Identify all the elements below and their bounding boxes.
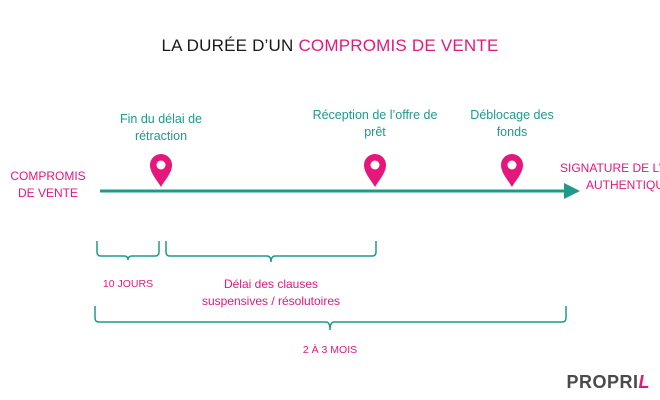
milestone-pin-icon bbox=[364, 154, 386, 187]
title-highlight: COMPROMIS DE VENTE bbox=[298, 36, 499, 55]
duration-clauses: Délai des clauses suspensives / résoluto… bbox=[201, 277, 341, 308]
duration-total: 2 À 3 MOIS bbox=[302, 344, 358, 356]
milestone-label-retraction: Fin du délai de rétraction bbox=[119, 112, 202, 143]
title-prefix: LA DURÉE D’UN bbox=[161, 36, 294, 55]
end-label: SIGNATURE DE L’A AUTHENTIQU bbox=[560, 161, 660, 192]
milestone-label-fonds: Déblocage des fonds bbox=[470, 108, 554, 139]
milestone-pin-icon bbox=[501, 154, 523, 187]
duration-retraction: 10 JOURS bbox=[102, 278, 154, 290]
brand-logo: PROPRIL bbox=[566, 372, 650, 392]
brace-clauses bbox=[165, 241, 377, 263]
start-label: COMPROMIS DE VENTE bbox=[10, 169, 86, 200]
brace-retraction bbox=[96, 241, 160, 261]
page-title: LA DURÉE D’UN COMPROMIS DE VENTE bbox=[0, 36, 660, 56]
milestone-pin-icon bbox=[150, 154, 172, 187]
timeline-arrowhead-icon bbox=[564, 183, 580, 199]
milestone-label-offre: Réception de l’offre de prêt bbox=[312, 108, 438, 139]
brace-total bbox=[94, 306, 567, 331]
